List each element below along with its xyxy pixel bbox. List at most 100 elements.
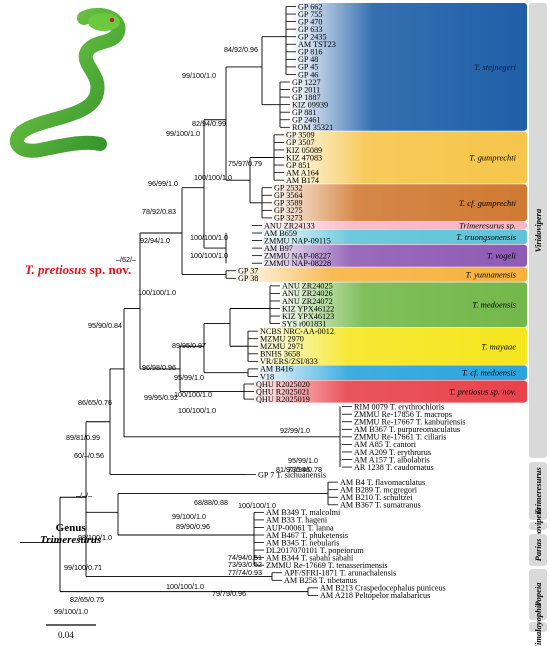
tip-label: ANU ZR24133 [264, 221, 315, 230]
clade-band [256, 244, 527, 267]
support-value: 92/94/1.0 [140, 236, 170, 245]
support-value: –/62/– [116, 255, 136, 264]
tip-label: ZMMU Re-17669 T. tenasserimensis [266, 561, 388, 570]
support-value: 99/95/0.92 [144, 393, 178, 402]
subgenus-bar [529, 534, 547, 566]
support-value: 89/81/0.99 [66, 433, 100, 442]
tip-label: ANU ZR24025 [282, 282, 333, 291]
tip-label: AM B367 T. purpureomaculatus [354, 425, 460, 434]
tip-label: AM B33 T. hageni [266, 516, 328, 525]
clade-label: T. truongsonensis [456, 232, 517, 242]
tip-label: GP 3275 [274, 206, 303, 215]
subgenus-label: Viridovipera [533, 208, 543, 252]
subgenus-bar [529, 462, 547, 520]
clade-band [252, 365, 527, 380]
subgenus-label: Popeia [533, 582, 543, 607]
subgenus-label: Trimeresurus [533, 467, 543, 515]
support-value: 89/90/0.96 [176, 522, 210, 531]
tip-label: GP 7 T. sichuanensis [258, 470, 326, 479]
support-value: 99/100/1.0 [172, 512, 206, 521]
tip-label: KIZ 05089 [286, 146, 322, 155]
clade-label: T. medoensis [472, 300, 516, 310]
tip-label: AM B213 Craspedocephalus puniceus [320, 584, 446, 593]
tip-label: AM B344 T. sabahi sabahi [266, 553, 354, 562]
tip-label: KIZ 47083 [286, 153, 322, 162]
subgenus-label: Himalayophis [533, 602, 543, 646]
tip-label: ANU ZR24026 [282, 289, 333, 298]
tip-label: DL2017070101 T. popeiorum [266, 546, 364, 555]
tip-label: AM B416 [260, 365, 293, 374]
tip-label: AM A164 [286, 168, 319, 177]
support-value: 82/65/0.75 [70, 595, 104, 604]
support-value: 75/97/0.79 [228, 159, 262, 168]
support-value: 95/90/0.84 [88, 321, 122, 330]
tip-label: V18 [260, 372, 274, 381]
support-value: 95/99/1.0 [174, 373, 204, 382]
tip-label: NCBS NRC-AA-0012 [260, 327, 334, 336]
tip-label: AM B97 [264, 244, 293, 253]
support-value: 95/99/1.0 [288, 456, 318, 465]
tip-label: ROM 35321 [292, 123, 333, 132]
tip-label: AM B210 T. schultzei [340, 493, 413, 502]
support-value: 100/100/1.0 [174, 390, 212, 399]
support-value: 86/65/0.76 [78, 398, 112, 407]
support-value: 82/94/0.99 [192, 119, 226, 128]
tip-label: QHU R2025020 [256, 380, 310, 389]
support-value: 89/95/0.97 [172, 341, 206, 350]
support-value: 77/74/0.93 [228, 568, 262, 577]
clade-band [278, 131, 527, 184]
clade-label: T. gumprechti [469, 153, 516, 163]
support-value: 100/100/1.0 [178, 406, 216, 415]
clade-label: T. cf. medoensis [462, 368, 517, 378]
support-value: 99/100/1.0 [54, 607, 88, 616]
tip-label: AM B289 T. mcgregori [340, 486, 418, 495]
tip-label: GP 3509 [286, 131, 315, 140]
snake-photo [9, 7, 126, 158]
tip-label: AM A209 T. erythrurus [354, 448, 431, 457]
support-value: 99/100/1.0 [166, 129, 200, 138]
support-value: 100/100/1.0 [194, 173, 232, 182]
clade-band [252, 327, 527, 365]
subgenus-bar [529, 622, 547, 632]
tip-label: GP 2461 [292, 116, 321, 125]
tip-label: AM A85 T. cantori [354, 440, 417, 449]
tip-label: AM B174 [286, 176, 319, 185]
clade-band [290, 3, 527, 131]
tip-label: ZMMU Re-17661 T. ciliaris [354, 433, 446, 442]
support-value: 100/100/1.0 [138, 288, 176, 297]
subgenus-label: Sinovipera [533, 506, 543, 545]
tip-label: KIZ YPX46122 [282, 304, 334, 313]
scale-bar-label: 0.04 [58, 630, 74, 640]
tip-label: GP 662 [298, 2, 323, 11]
clade-label: Trimeresurus sp. [459, 220, 516, 230]
support-value: 100/100/1.0 [238, 501, 276, 510]
tip-label: BNHS 3658 [260, 350, 300, 359]
clade-band [256, 221, 527, 229]
support-value: 78/92/0.83 [142, 207, 176, 216]
tip-label: KIZ 09939 [292, 100, 328, 109]
support-value: 98/100/1.0 [78, 533, 112, 542]
tip-label: ZMMU NAP-09115 [264, 236, 331, 245]
tip-label: ZMMU Re-17667 T. kanburiensis [354, 418, 466, 427]
clade-band [230, 267, 527, 282]
tip-label: GP 470 [298, 17, 323, 26]
support-value: 96/99/1.0 [148, 179, 178, 188]
clade-label: T. pretiosus sp. nov. [449, 387, 516, 397]
tip-label: AM TST23 [298, 40, 336, 49]
tip-label: QHU R2025019 [256, 395, 310, 404]
clade-label: T. stejnegeri [474, 62, 517, 72]
tip-label: GP 46 [298, 70, 318, 79]
support-value: 84/92/0.96 [224, 45, 258, 54]
subgenus-bar [529, 522, 547, 530]
clade-band [248, 380, 527, 403]
clade-label: T. cf. gumprechti [459, 198, 517, 208]
support-value: 81/97/0.96 [276, 465, 310, 474]
clade-band [274, 282, 527, 328]
tip-label: AM B367 T. sumatranus [340, 501, 421, 510]
clade-band [266, 184, 527, 222]
tip-label: GP 1227 [292, 78, 321, 87]
support-value: 99/100/1.0 [182, 71, 216, 80]
support-value: 92/99/1.0 [280, 426, 310, 435]
tip-label: SYS r001831 [282, 319, 326, 328]
